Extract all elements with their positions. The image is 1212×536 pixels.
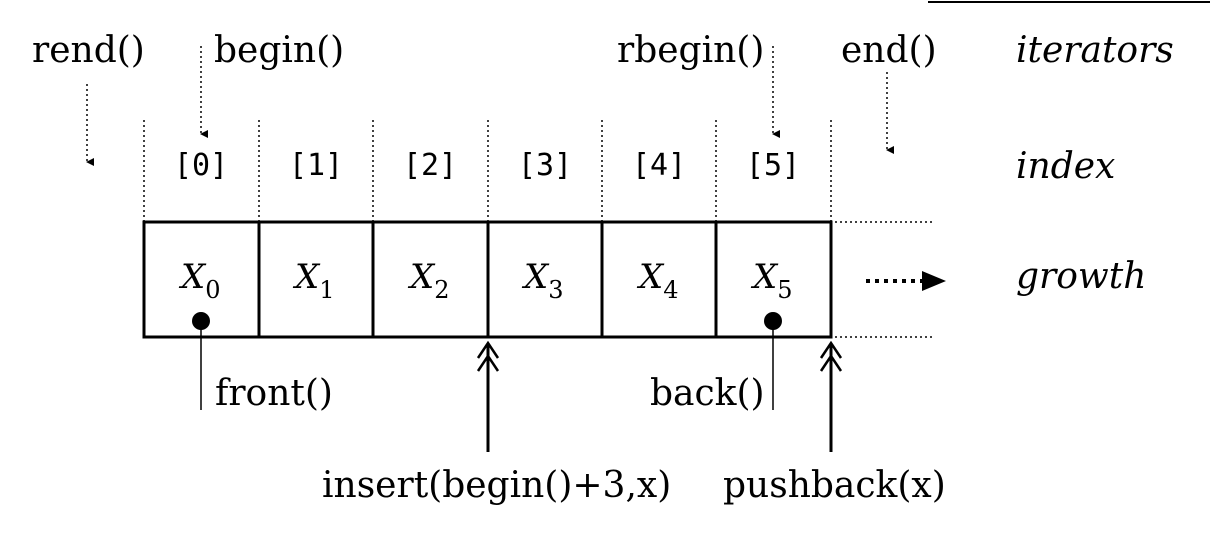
cell-5-sub: 5 (777, 276, 792, 304)
cell-0-sub: 0 (205, 276, 220, 304)
vector-cells (142, 220, 833, 339)
index-2: [2] (403, 148, 457, 183)
cell-2-sub: 2 (434, 276, 449, 304)
cell-3-sub: 3 (548, 276, 563, 304)
insert-arrowhead-2 (476, 353, 500, 372)
rend-label: rend() (32, 30, 145, 71)
cell-0: X0 (178, 257, 221, 304)
pushback-arrowhead-1 (819, 340, 843, 359)
cell-4-sub: 4 (663, 276, 678, 304)
end-label: end() (841, 30, 937, 71)
index-4: [4] (632, 148, 686, 183)
cell-5: X5 (750, 257, 793, 304)
rbegin-label: rbegin() (617, 30, 764, 71)
insert-label: insert(begin()+3,x) (322, 465, 671, 506)
cell-2: X2 (407, 257, 450, 304)
cell-1: X1 (292, 257, 335, 304)
back-label: back() (650, 373, 765, 414)
growth-arrowhead (922, 271, 946, 291)
column-separators (143, 120, 832, 222)
index-1: [1] (289, 148, 343, 183)
cell-1-sub: 1 (319, 276, 334, 304)
begin-label: begin() (214, 30, 344, 71)
index-row-label: index (1016, 146, 1115, 187)
iterators-row-label: iterators (1016, 30, 1174, 71)
cell-4: X4 (636, 257, 679, 304)
front-label: front() (215, 373, 333, 414)
index-3: [3] (518, 148, 572, 183)
index-5: [5] (746, 148, 800, 183)
index-0: [0] (174, 148, 228, 183)
pushback-arrowhead-2 (819, 353, 843, 372)
cell-3: X3 (521, 257, 564, 304)
growth-row-label: growth (1016, 256, 1146, 297)
insert-arrowhead-1 (476, 340, 500, 359)
pushback-label: pushback(x) (723, 465, 946, 506)
